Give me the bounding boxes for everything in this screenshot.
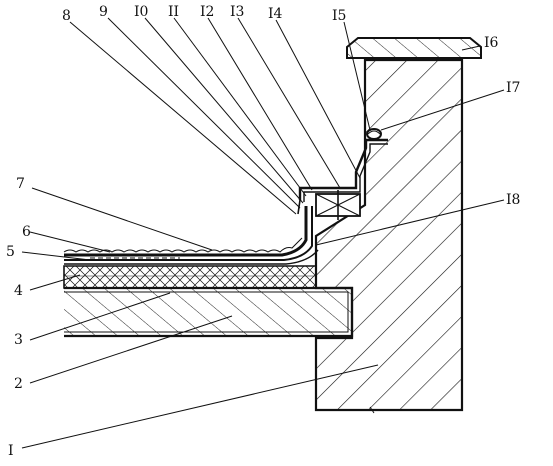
label-12: I2 [200,4,214,20]
label-7: 7 [16,176,25,192]
membrane-layers [64,206,319,265]
insulation-layer [63,265,317,289]
sealant-bead [366,128,382,140]
label-4: 4 [14,283,23,299]
label-2: 2 [14,376,23,392]
label-9: 9 [99,4,108,20]
label-13: I3 [230,4,244,20]
label-3: 3 [14,332,23,348]
label-15: I5 [332,8,346,24]
concrete-slab [64,286,354,338]
wooden-batten [315,190,361,220]
leader-lines [21,17,505,449]
label-11: II [168,4,179,20]
label-14: I4 [268,6,283,22]
label-17: I7 [506,80,520,96]
label-5: 5 [6,244,15,260]
parapet-wall [314,58,464,414]
label-8: 8 [62,8,71,24]
label-16: I6 [484,35,499,51]
label-10: I0 [134,4,148,20]
label-1: I [8,443,14,459]
label-6: 6 [22,224,31,240]
reference-labels: I 2 3 4 5 6 7 8 9 I0 II I2 I3 I4 I5 I6 I… [6,4,520,459]
label-18: I8 [506,192,520,208]
coping-cap [346,37,482,59]
